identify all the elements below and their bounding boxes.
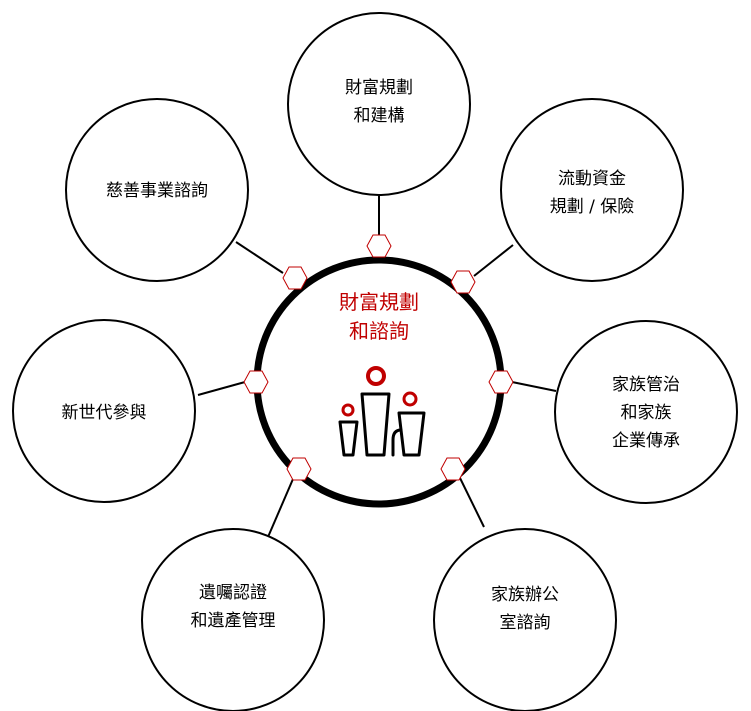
hexagon-connector (440, 457, 466, 481)
node-liquidity (500, 98, 684, 282)
node-label-wealth-planning-2: 和建構 (354, 106, 405, 126)
family-icon (338, 366, 426, 457)
node-wealth-planning (287, 12, 471, 196)
node-next-generation (12, 319, 196, 503)
node-philanthropy (65, 98, 249, 282)
connector-philanthropy (235, 241, 284, 274)
connector-family-office (459, 477, 485, 528)
node-label-wills-estate-2: 和遺產管理 (191, 611, 276, 631)
connector-wills-estate (267, 478, 294, 538)
connector-family-governance (511, 381, 557, 392)
connector-liquidity (473, 244, 514, 277)
center-title-line2: 和諮詢 (349, 319, 409, 343)
node-family-office (433, 528, 617, 711)
node-label-family-governance-2: 和家族 (621, 403, 672, 423)
hexagon-connector (286, 457, 312, 481)
node-wills-estate (141, 528, 325, 711)
hexagon-connector (243, 370, 269, 394)
node-label-philanthropy: 慈善事業諮詢 (106, 181, 208, 201)
connector-next-generation (197, 381, 246, 396)
node-label-liquidity-2: 規劃 / 保險 (550, 197, 635, 217)
node-label-family-office-2: 室諮詢 (500, 613, 551, 633)
node-label-wills-estate-1: 遺囑認證 (199, 583, 267, 603)
node-label-family-governance-3: 企業傳承 (612, 431, 680, 451)
connector-lines (197, 196, 557, 538)
node-label-wealth-planning-1: 財富規劃 (345, 78, 413, 98)
center-title-line1: 財富規劃 (339, 290, 419, 314)
node-label-next-generation: 新世代參與 (62, 403, 147, 423)
node-family-governance (554, 320, 738, 504)
hexagon-connector (450, 270, 476, 294)
node-label-family-governance-1: 家族管治 (612, 375, 680, 395)
hexagon-connector (366, 234, 392, 258)
node-label-liquidity-1: 流動資金 (558, 169, 626, 189)
hexagon-connector (282, 266, 308, 290)
hexagon-connector (488, 370, 514, 394)
node-label-family-office-1: 家族辦公 (491, 585, 559, 605)
